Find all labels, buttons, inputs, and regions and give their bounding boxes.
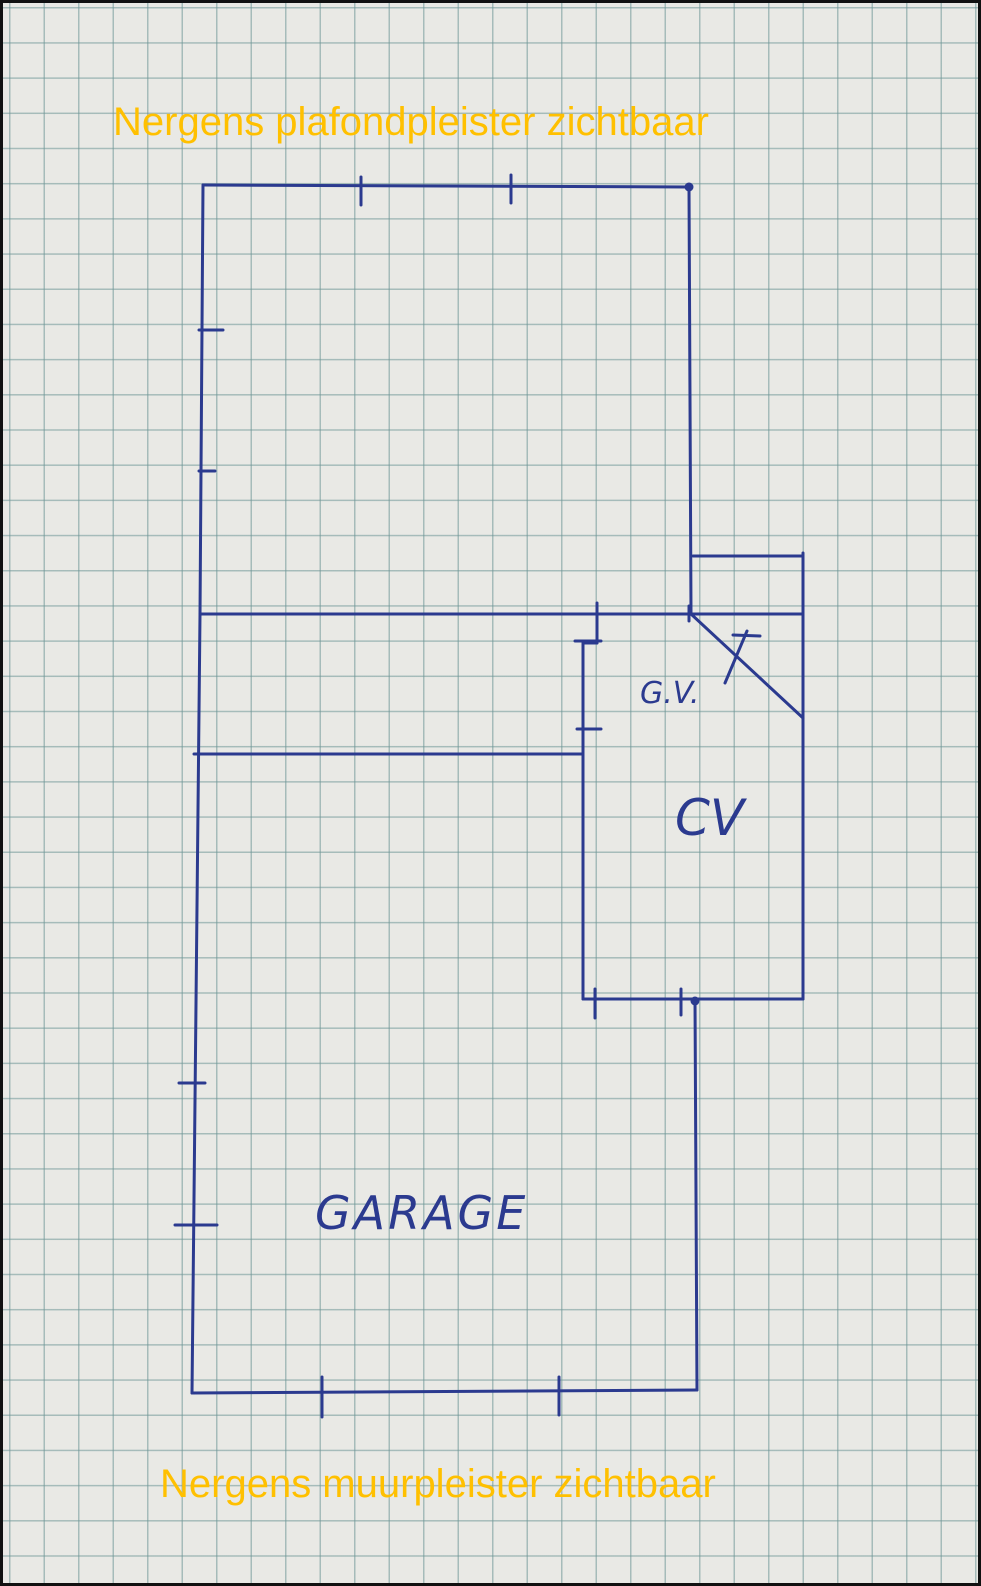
upper-room-top-wall xyxy=(201,183,691,189)
corner-dot xyxy=(684,182,694,192)
caption-top: Nergens plafondpleister zichtbaar xyxy=(113,100,709,144)
left-wall-lower xyxy=(190,613,202,1395)
garage-bottom-wall xyxy=(190,1388,699,1395)
corner-dot xyxy=(690,996,700,1006)
garage-label: GARAGE xyxy=(315,1186,528,1240)
cv-label: CV xyxy=(675,789,748,847)
floor-plan-sketch: G.V. CV GARAGE xyxy=(173,173,805,1419)
arrow-head xyxy=(731,633,762,638)
gv-label: G.V. xyxy=(640,676,699,711)
upper-room-left-wall xyxy=(198,183,205,617)
diagonal-wall xyxy=(689,612,805,720)
caption-bottom: Nergens muurpleister zichtbaar xyxy=(160,1462,716,1506)
garage-right-wall xyxy=(693,997,699,1392)
arrow-shaft xyxy=(723,629,749,685)
upper-room-right-wall xyxy=(687,185,693,615)
